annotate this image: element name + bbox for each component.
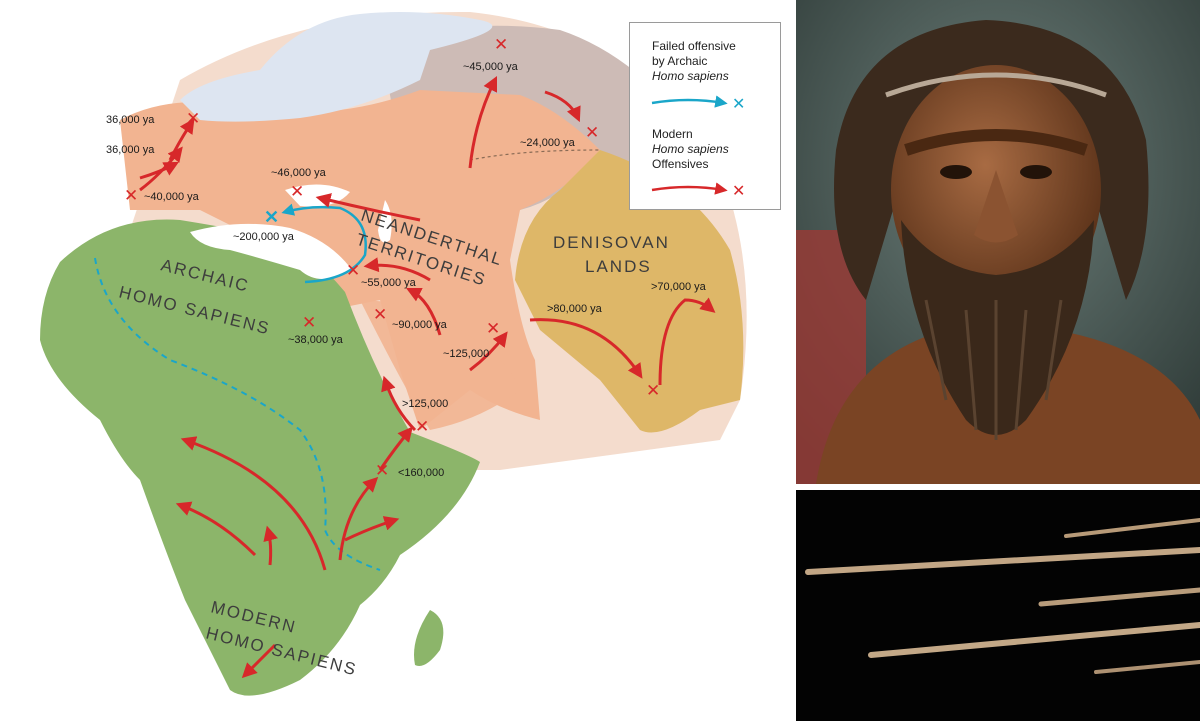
x-mark-11: ✕ [415,417,429,437]
arrow-africa-west-2 [175,501,257,557]
arrow-west-europe-3 [139,161,179,180]
arrow-northeast [544,90,581,123]
x-mark-6: ✕ [346,261,360,281]
denisovan-lands [515,150,744,433]
date-label: ~125,000 [443,348,489,360]
neanderthal-face-photo [796,0,1200,484]
arrow-arabia-east [469,331,508,372]
date-label: >70,000 ya [651,281,707,293]
arrow-horn [378,426,413,471]
wooden-spears-image [796,490,1200,721]
failed-offensive-x: ✕ [264,207,279,227]
arrow-west-europe-2 [168,118,195,161]
legend-modern-text: Modern Homo sapiens Offensives [652,127,729,172]
neanderthal-face-image [796,0,1200,484]
svg-text:✕: ✕ [732,181,745,200]
arrow-africa-west [180,436,327,571]
x-mark-7: ✕ [373,305,387,325]
legend-modern-symbol: ✕ [651,181,745,200]
legend-modern-line3: Offensives [652,157,709,171]
arrow-africa-south [241,643,277,679]
arrow-india [529,318,643,379]
date-label: ~45,000 ya [463,61,519,73]
legend-modern-line1: Modern [652,127,693,141]
date-label: 36,000 ya [106,114,155,126]
map-panel: ✕ ✕ ✕ ✕ ✕ [40,11,781,696]
arabia [360,300,520,430]
legend-failed-text: Failed offensive by Archaic Homo sapiens [652,39,736,84]
arrow-levant [363,257,431,282]
boundary-dashed-north [469,149,601,161]
x-mark-3: ✕ [290,182,304,202]
legend-failed-symbol: ✕ [651,94,745,113]
ice-sheet [180,12,493,122]
mediterranean-sea [190,223,352,279]
date-label: ~38,000 ya [288,334,344,346]
caspian-sea [378,200,392,243]
x-mark-10: ✕ [646,381,660,401]
arrow-africa-east-2 [344,516,400,542]
arrow-africa-center [263,525,278,566]
region-denisovan-line2: LANDS [585,257,652,276]
legend-failed-line3: Homo sapiens [652,69,729,83]
x-mark-12: ✕ [375,461,389,481]
archaic-boundary [94,257,381,571]
date-label: >125,000 [402,398,448,410]
x-mark-2: ✕ [124,186,138,206]
arrow-africa-east [338,476,379,561]
date-label: 36,000 ya [106,144,155,156]
legend-modern-line2: Homo sapiens [652,142,729,156]
date-label: ~90,000 ya [392,319,448,331]
africa-landmass [40,219,480,696]
arrow-arabia-north [405,287,442,336]
date-label: ~200,000 ya [233,231,295,243]
date-label: <160,000 [398,467,444,479]
region-denisovan-line1: DENISOVAN [553,233,670,252]
map-legend: Failed offensive by Archaic Homo sapiens… [629,22,781,210]
date-label: ~55,000 ya [361,277,417,289]
legend-failed-line1: Failed offensive [652,39,736,53]
x-mark-9: ✕ [486,319,500,339]
arrow-europe-central [315,193,421,222]
date-label: >80,000 ya [547,303,603,315]
failed-offensive-arrow [281,203,367,284]
x-mark-4: ✕ [494,35,508,55]
arrow-siberia [468,75,498,169]
x-mark-8: ✕ [302,313,316,333]
arrow-southeast-asia [658,297,716,386]
x-mark-1: ✕ [186,109,200,129]
madagascar [414,610,444,666]
migration-map: ✕ ✕ ✕ ✕ ✕ [40,11,747,696]
date-label: ~24,000 ya [520,137,576,149]
x-mark-5: ✕ [585,123,599,143]
date-label: ~40,000 ya [144,191,200,203]
date-label: ~46,000 ya [271,167,327,179]
legend-failed-line2: by Archaic [652,54,708,68]
wooden-spears-photo [796,490,1200,721]
svg-text:✕: ✕ [732,94,745,113]
